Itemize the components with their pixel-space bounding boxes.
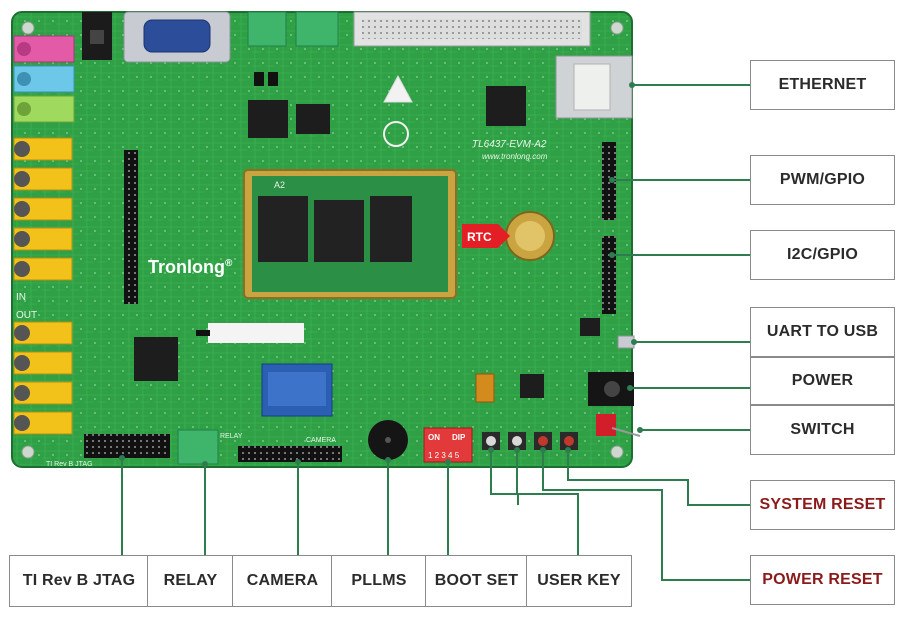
leader-dots [119,82,643,467]
audio-jack-hole [17,102,31,116]
out-silk: OUT [16,310,37,321]
rca-jacks-in [13,137,73,281]
audio-jack-hole [17,42,31,56]
rca-jacks-out [13,321,73,435]
esd-warning-logo [383,74,413,103]
ic-chip [134,337,178,381]
ic-chip [580,318,600,336]
switch-lever [611,427,641,437]
som-chip [370,196,412,262]
relay-silk: RELAY [220,433,243,440]
jtag-header [84,434,170,458]
board-model-silk: TL6437-EVM-A2 [472,139,547,150]
ic-chip [248,100,288,138]
i2c-gpio-header [602,236,616,314]
som-chip [314,200,364,262]
rtc-tag [462,224,510,248]
black-jack-slot [90,30,104,44]
dip-on-silk: ON [428,433,440,442]
ide-header-pins [362,19,582,39]
terminal-block [247,11,287,47]
label-camera: CAMERA [232,555,333,607]
mount-hole [610,21,624,35]
user-key-buttons [482,432,526,450]
brand-silk: Tronlong® [148,257,233,277]
label-ti-rev-b-jtag: TI Rev B JTAG [9,555,149,607]
ic-chip [296,104,330,134]
smd-part [254,72,264,86]
smd-part [268,72,278,86]
mount-hole [21,21,35,35]
som-chip [258,196,308,262]
rtc-tag-text: RTC [467,230,492,244]
dip-dip-silk: DIP [452,433,466,442]
label-ethernet: ETHERNET [750,60,895,110]
silk-label [208,323,304,343]
terminal-block [295,11,339,47]
ic-chip [486,86,526,126]
reset-buttons [534,432,578,450]
relay-terminal [177,429,219,465]
rj45-label [573,63,611,111]
power-cap [475,373,495,403]
label-uart-to-usb: UART TO USB [750,307,895,357]
jtag-silk: TI Rev B JTAG [46,461,93,468]
leader-lines [121,84,750,581]
gpio-header-left [124,150,138,304]
relay-sticker [268,372,326,406]
ic-chip [520,374,544,398]
label-relay: RELAY [147,555,234,607]
buzzer-hole [385,437,391,443]
label-boot-set: BOOT SET [425,555,528,607]
rtc-battery-inner [515,221,545,251]
dip-numbers-silk: 1 2 3 4 5 [428,451,460,460]
label-power: POWER [750,357,895,405]
smd-part [196,330,210,336]
label-pwm-gpio: PWM/GPIO [750,155,895,205]
label-user-key: USER KEY [526,555,632,607]
pwm-gpio-header [602,142,616,220]
pb-free-logo [383,121,409,147]
in-silk: IN [16,292,26,303]
label-system-reset: SYSTEM RESET [750,480,895,530]
power-jack-hole [604,381,620,397]
audio-jack-hole [17,72,31,86]
db9-shell [143,19,211,53]
som-label: A2 [274,180,285,190]
camera-silk: CAMERA [306,437,336,444]
label-power-reset: POWER RESET [750,555,895,605]
label-pllms: PLLMS [331,555,427,607]
bottom-label-bar: TI Rev B JTAG RELAY CAMERA PLLMS BOOT SE… [9,555,632,607]
mount-hole [610,445,624,459]
board-website-silk: www.tronlong.com [482,152,548,161]
label-i2c-gpio: I2C/GPIO [750,230,895,280]
mount-hole [21,445,35,459]
dip-switch [423,427,473,463]
label-switch: SWITCH [750,405,895,455]
power-switch [596,414,616,436]
camera-header [238,446,342,462]
